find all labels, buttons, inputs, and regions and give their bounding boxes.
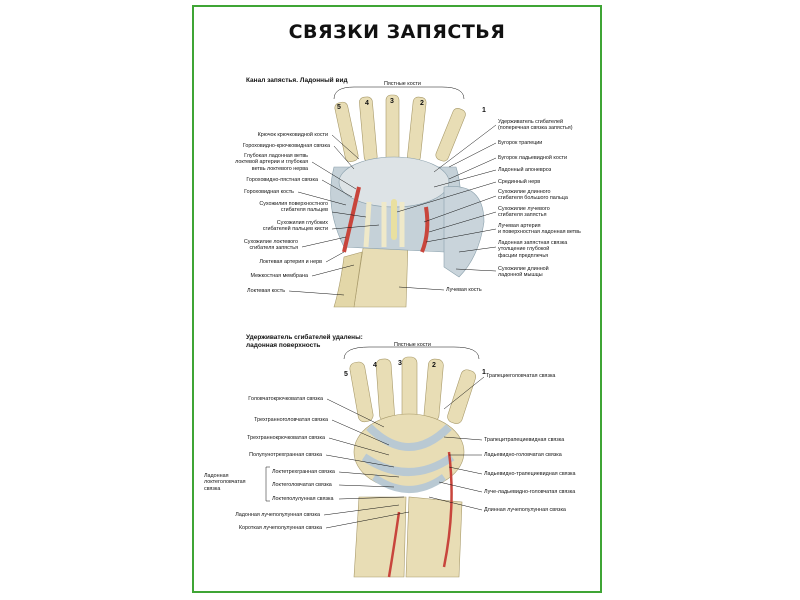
label-interosseous-membrane: Межкостная мембрана	[250, 273, 308, 279]
label-trapeziotrapezoid-ligament: Трапецитрапециевидная связка	[484, 437, 565, 443]
label-scaphotrapezoid-ligament: Ладьевидно-трапециевидная связка	[484, 471, 576, 477]
carpal-tunnel-heading: Канал запястья. Ладонный вид	[246, 77, 348, 84]
label-hamate-hook: Крючок крючковидной кости	[257, 132, 328, 138]
leader-lines-bottom	[265, 376, 485, 529]
label-pisiform-bone: Гороховидная кость	[244, 189, 294, 195]
label-trapezium-tubercle: Бугорок трапеции	[498, 140, 543, 146]
metacarpal-number: 5	[337, 104, 341, 111]
label-short-radiolunate-ligament: Короткая лучеполулунная связка	[238, 525, 322, 531]
label-median-nerve: Срединный нерв	[498, 179, 541, 185]
label-ulnocapitate-ligament: Локтеголовчатая связка	[272, 482, 332, 488]
label-triquetrocapitate-ligament: Трехграннoголовчатая связка	[254, 417, 328, 423]
metacarpal-bracket-top	[333, 86, 465, 100]
label-palmar-aponeurosis: Ладонный апоневроз	[498, 167, 552, 173]
label-lunotriquetral-ligament: Полулунотрехгранная связка	[249, 452, 322, 458]
metacarpal-number: 3	[398, 360, 402, 367]
label-ulnar-artery-nerve: Локтевая артерия и нерв	[259, 259, 322, 265]
poster-title: СВЯЗКИ ЗАПЯСТЬЯ	[288, 21, 506, 43]
label-ulnotriquetral-ligament: Локтетрехгранная связка	[272, 469, 335, 475]
label-capitohamate-ligament: Головчатокрючковатая связка	[248, 396, 323, 402]
carpal-tunnel-illustration	[330, 94, 485, 308]
label-trapeziocapitate-ligament: Трапециеголовчатая связка	[486, 373, 556, 379]
metacarpal-number: 4	[365, 100, 369, 107]
label-scaphocapitate-ligament: Ладьевидно-головчатая связка	[484, 452, 562, 458]
label-radioscaphocapitate-ligament: Луче-ладьевидно-головчатая связка	[484, 489, 576, 495]
metacarpal-label-bottom: Пястные кости	[394, 342, 431, 348]
ligaments-heading: Удерживатель сгибателей удалены:ладонная…	[246, 334, 363, 349]
metacarpal-label-top: Пястные кости	[384, 81, 421, 87]
metacarpal-number: 1	[482, 369, 486, 376]
metacarpal-number: 1	[482, 107, 486, 114]
label-ulnolunate-ligament: Локтеполулунная связка	[272, 496, 334, 502]
label-palmar-radiolunate-ligament: Ладонная лучеполулунная связка	[235, 512, 320, 518]
metacarpal-number: 2	[420, 100, 424, 107]
metacarpal-number: 3	[390, 98, 394, 105]
label-long-radiolunate-ligament: Длинная лучеполулунная связка	[484, 507, 566, 513]
label-triquetrohamate-ligament: Трехграннокрючковатая связка	[247, 435, 325, 441]
metacarpal-bracket-bottom	[343, 346, 480, 360]
label-radius: Лучевая кость	[446, 287, 482, 293]
illustrations	[265, 86, 497, 578]
metacarpal-number: 5	[344, 371, 348, 378]
label-pisometacarpal-ligament: Гороховидно-пястная связка	[246, 177, 318, 183]
metacarpal-number: 2	[432, 362, 436, 369]
ligaments-illustration	[349, 356, 477, 578]
leader-lines-top	[288, 124, 497, 296]
label-scaphoid-tubercle: Бугорок ладьевидной кости	[498, 155, 568, 161]
label-pisohamate-ligament: Гороховидно-крючковидная связка	[242, 143, 330, 149]
label-ulna: Локтевая кость	[247, 288, 285, 294]
metacarpal-number: 4	[373, 362, 377, 369]
poster: СВЯЗКИ ЗАПЯСТЬЯ	[192, 5, 602, 593]
label-flexor-retinaculum: Удерживатель сгибателей(поперечная связк…	[498, 119, 573, 132]
